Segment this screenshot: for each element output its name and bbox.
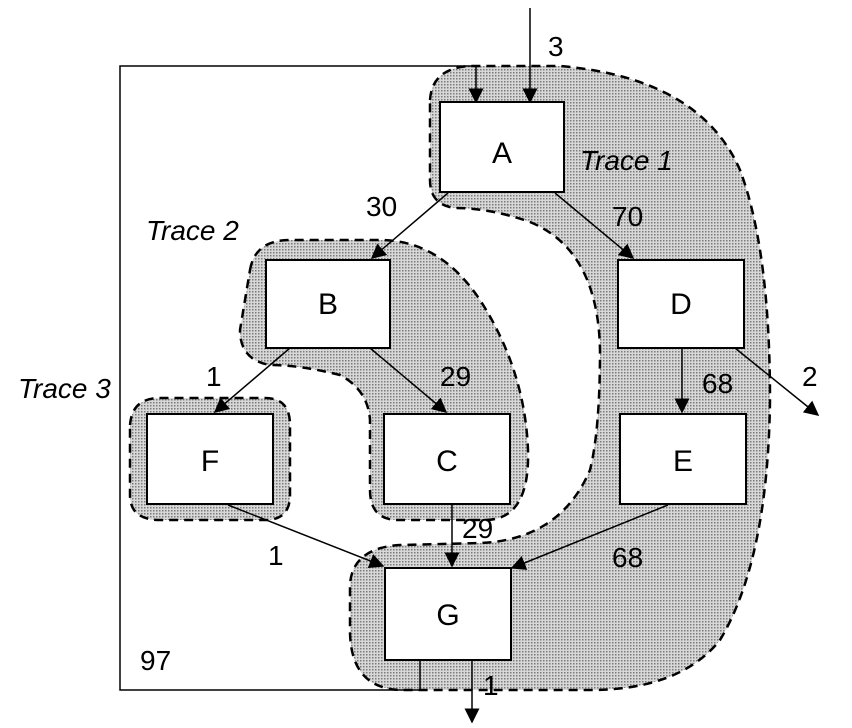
- node-c: C: [383, 413, 511, 505]
- edge-label-f-g: 1: [268, 540, 284, 571]
- edge-d-exit: [734, 347, 820, 416]
- edge-label-b-c: 29: [440, 361, 471, 392]
- node-a: A: [439, 101, 565, 193]
- edge-label-d-exit: 2: [802, 361, 818, 392]
- trace2-label: Trace 2: [146, 215, 239, 246]
- node-c-label: C: [436, 445, 458, 478]
- node-f: F: [146, 413, 274, 505]
- edge-label-d-e: 68: [702, 368, 733, 399]
- edge-label-e-g: 68: [612, 542, 643, 573]
- edge-f-g: [227, 504, 385, 569]
- node-e-label: E: [673, 445, 693, 478]
- edge-label-a-d: 70: [612, 201, 643, 232]
- edge-label-loop-back: 97: [140, 645, 171, 676]
- edge-b-f: [213, 347, 291, 413]
- edge-e-g: [510, 504, 669, 570]
- node-d: D: [617, 259, 745, 349]
- edge-label-c-g: 29: [462, 513, 493, 544]
- node-g: G: [384, 567, 512, 661]
- loop-back-edge: [119, 65, 472, 691]
- trace1-label: Trace 1: [580, 145, 673, 176]
- edge-b-c: [369, 347, 448, 413]
- node-f-label: F: [201, 445, 219, 478]
- edge-label-a-b: 30: [366, 191, 397, 222]
- node-d-label: D: [670, 288, 692, 321]
- node-b-label: B: [318, 288, 338, 321]
- trace1-region: [348, 64, 772, 692]
- node-g-label: G: [436, 599, 459, 632]
- edge-a-b: [370, 192, 449, 259]
- trace3-label: Trace 3: [18, 373, 111, 404]
- node-b: B: [265, 259, 391, 349]
- edge-label-b-f: 1: [206, 361, 222, 392]
- edge-label-entry: 3: [548, 31, 564, 62]
- edge-a-d: [554, 192, 635, 259]
- edge-label-g-exit: 1: [483, 670, 499, 701]
- node-e: E: [619, 413, 747, 505]
- node-a-label: A: [492, 137, 512, 170]
